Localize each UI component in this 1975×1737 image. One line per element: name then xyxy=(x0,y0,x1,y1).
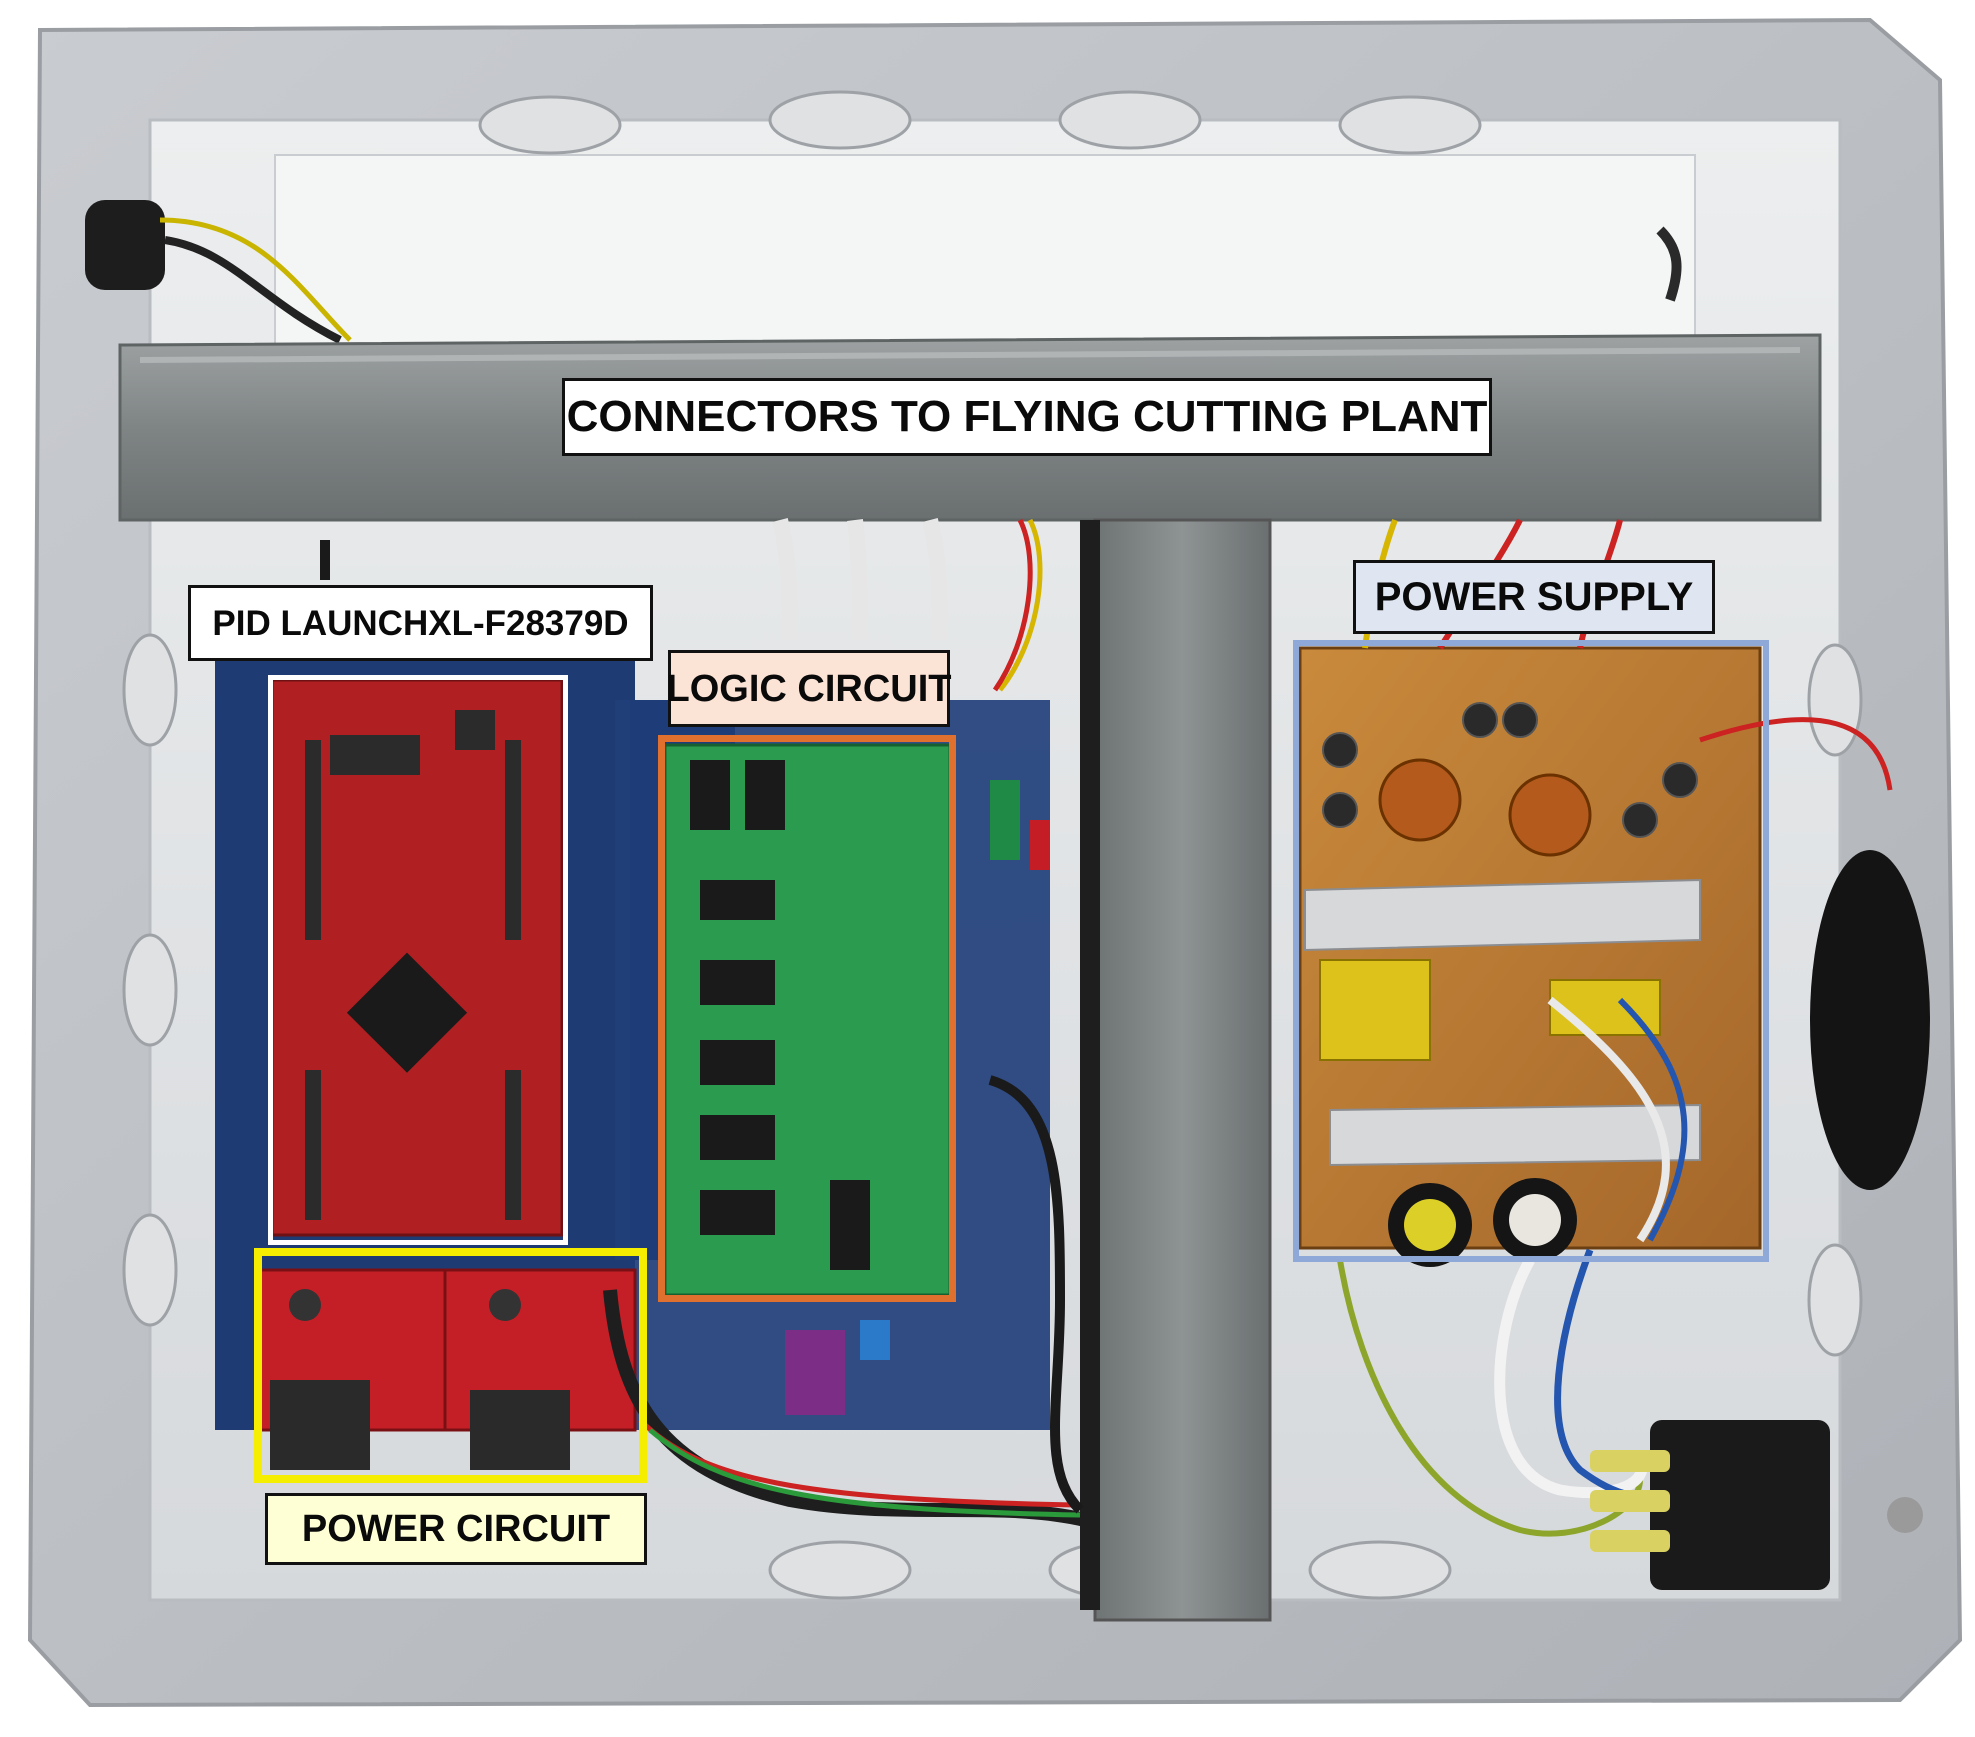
pid-board-frame xyxy=(268,675,568,1245)
label-connectors: CONNECTORS TO FLYING CUTTING PLANT xyxy=(562,378,1492,456)
power-supply-frame xyxy=(1293,640,1769,1262)
power-circuit-frame xyxy=(254,1248,647,1483)
label-power-circuit: POWER CIRCUIT xyxy=(265,1493,647,1565)
logic-circuit-frame xyxy=(658,735,956,1302)
label-pid-launchxl: PID LAUNCHXL-F28379D xyxy=(188,585,653,661)
label-power-supply: POWER SUPPLY xyxy=(1353,560,1715,634)
label-logic-circuit: LOGIC CIRCUIT xyxy=(667,650,952,727)
